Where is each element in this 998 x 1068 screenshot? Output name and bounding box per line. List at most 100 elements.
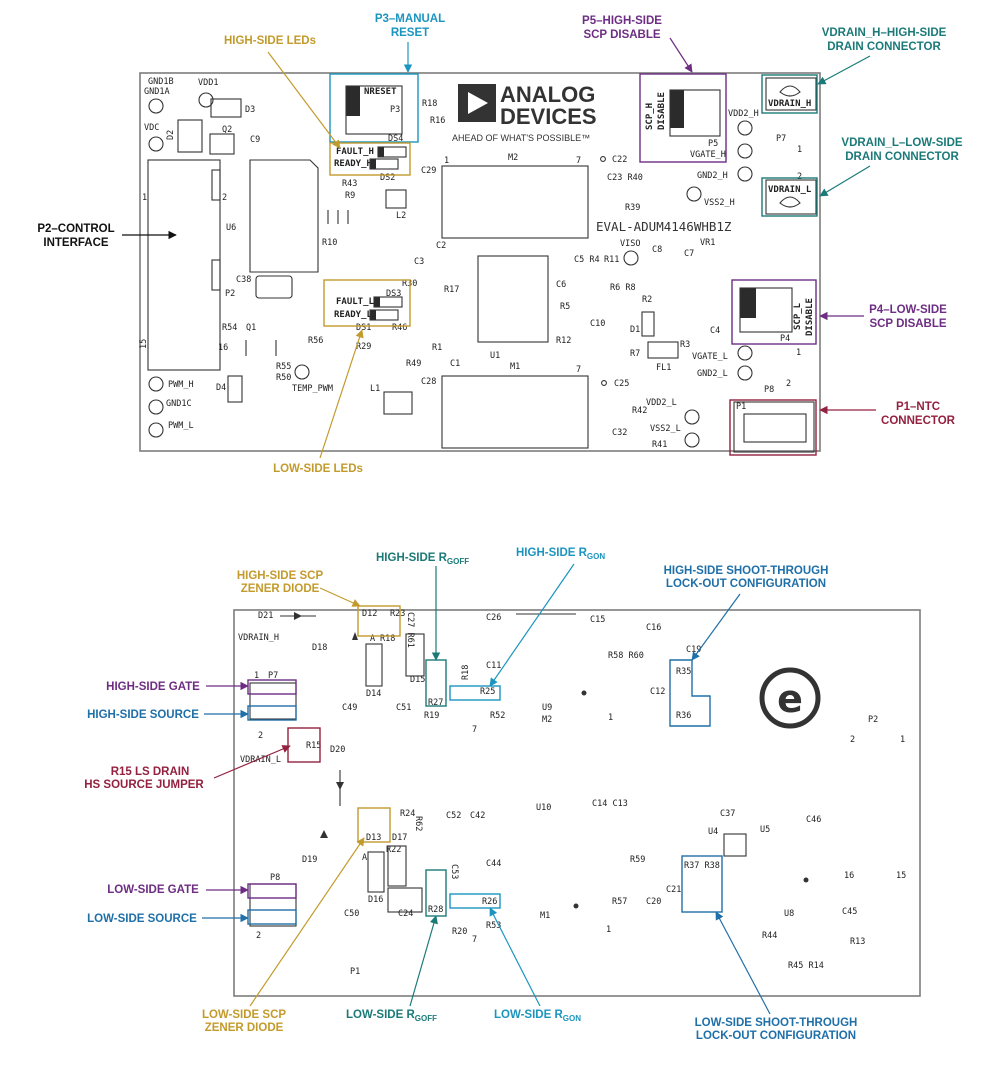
silk-r49: R49 (406, 359, 421, 369)
silk-vr1: VR1 (700, 238, 715, 248)
silk-b-p7-pin2: 2 (258, 731, 263, 741)
silk-vdrain-h: VDRAIN_H (768, 99, 811, 109)
silk-c38: C38 (236, 275, 251, 285)
silk-b-c49: C49 (342, 703, 357, 713)
p1-ntc-housing (743, 413, 807, 443)
silk-b-c26: C26 (486, 613, 501, 623)
silk-b-c42: C42 (470, 811, 485, 821)
m1-footprint (441, 375, 589, 449)
silk-c1: C1 (450, 359, 460, 369)
silk-vdd2-l: VDD2_L (646, 398, 677, 408)
pin1-dot (573, 903, 579, 909)
test-point-vss2-h (686, 186, 702, 202)
silk-p8: P8 (764, 385, 774, 395)
silk-p2-pin16: 16 (218, 343, 228, 353)
silk-p2: P2 (225, 289, 235, 299)
test-point-vdd2-l (684, 409, 700, 425)
silk-b-r62: R62 (413, 816, 423, 831)
label-r15-line2: HS SOURCE JUMPER (84, 779, 204, 791)
silk-b-u8: U8 (784, 909, 794, 919)
label-vdrain-l-line1: VDRAIN_L–LOW-SIDE (841, 137, 962, 149)
silk-b-c45: C45 (842, 907, 857, 917)
silk-m2-pin1: 1 (444, 156, 449, 166)
test-point-gnd2-l (737, 365, 753, 381)
arrow-hs-zener (319, 587, 361, 607)
silk-r29: R29 (356, 342, 371, 352)
silk-b-r58-r60: R58 R60 (608, 651, 644, 661)
silk-b-d15: D15 (410, 675, 425, 685)
u1-footprint (477, 255, 549, 343)
silk-fault-l: FAULT_L (336, 297, 375, 307)
arrow-ls-rgoff (409, 915, 438, 1007)
silk-c10: C10 (590, 319, 605, 329)
m2-footprint (441, 165, 589, 239)
vdrain-h-connector (765, 77, 817, 111)
label-hs-rgoff-sub: GOFF (447, 557, 469, 566)
silk-b-r15: R15 (306, 741, 321, 751)
test-point-pwm-l (148, 422, 164, 438)
silk-b-p7: P7 (268, 671, 278, 681)
label-p5-line2: SCP DISABLE (583, 29, 660, 41)
d15-footprint (405, 633, 425, 677)
label-ls-rgon: LOW-SIDE RGON (494, 1009, 581, 1023)
silk-b-p2-pin1: 1 (900, 735, 905, 745)
e-logo-glyph: e (777, 677, 803, 721)
silk-p2-pin1: 1 (142, 193, 147, 203)
silk-b-vdrain-l: VDRAIN_L (240, 755, 281, 765)
via (601, 380, 607, 386)
silk-b-d12: D12 (362, 609, 377, 619)
silk-m2: M2 (508, 153, 518, 163)
silk-vdd2-h: VDD2_H (728, 109, 759, 119)
d16-footprint (367, 851, 385, 893)
label-hs-rgon: HIGH-SIDE RGON (516, 547, 605, 561)
silk-q1: Q1 (246, 323, 256, 333)
silk-d3: D3 (245, 105, 255, 115)
silk-fault-h: FAULT_H (336, 147, 374, 157)
silk-p7: P7 (776, 134, 786, 144)
silk-b-m1-pin1: 1 (606, 925, 611, 935)
silk-c25: C25 (614, 379, 629, 389)
silk-gnd2-l: GND2_L (697, 369, 728, 379)
silk-b-m2-pin1: 1 (608, 713, 613, 723)
silk-vss2-l: VSS2_L (650, 424, 681, 434)
l2-footprint (385, 189, 407, 209)
silk-c22: C22 (612, 155, 627, 165)
silk-r17: R17 (444, 285, 459, 295)
silk-r39: R39 (625, 203, 640, 213)
silk-p1: P1 (736, 402, 746, 412)
silk-r7: R7 (630, 349, 640, 359)
label-p2-line2: INTERFACE (43, 237, 109, 249)
arrow-hs-shoot (691, 593, 741, 661)
silk-q2: Q2 (222, 125, 232, 135)
label-ls-gate: LOW-SIDE GATE (107, 884, 199, 896)
bottom-board: D21 VDRAIN_H D18 D12 R23 A R18 C27 R61 C… (233, 605, 921, 997)
silk-b-c21: C21 (666, 885, 681, 895)
silk-r41: R41 (652, 440, 667, 450)
label-ls-shoot-line1: LOW-SIDE SHOOT-THROUGH (695, 1017, 858, 1029)
silk-b-u10: U10 (536, 803, 551, 813)
test-point-vss2-l (684, 432, 700, 448)
silk-r56: R56 (308, 336, 323, 346)
silk-r9: R9 (345, 191, 355, 201)
silk-b-c46: C46 (806, 815, 821, 825)
silk-p3: P3 (390, 105, 400, 115)
fl1-footprint (647, 341, 679, 359)
silk-b-p8-pin2: 2 (256, 931, 261, 941)
silk-viso: VISO (620, 239, 640, 249)
logo-triangle (468, 92, 488, 114)
test-point-pwm-h (148, 376, 164, 392)
bottom-board-outline (233, 609, 921, 997)
silk-ds4: DS4 (388, 134, 403, 144)
vdrain-h-highlight-box (761, 74, 818, 114)
p1-highlight-box (729, 399, 817, 456)
led-ready-l (369, 309, 399, 321)
vdrain-l-highlight-box (761, 177, 818, 217)
silk-ready-h: READY_H (334, 159, 372, 169)
silk-disable-h: DISABLE (657, 92, 667, 130)
e-logo-ring (759, 667, 821, 729)
silk-r12: R12 (556, 336, 571, 346)
test-point-gnd2-h (737, 166, 753, 182)
l1-footprint (383, 391, 413, 415)
q2-footprint (209, 133, 235, 155)
p2-key-bottom (211, 259, 221, 291)
